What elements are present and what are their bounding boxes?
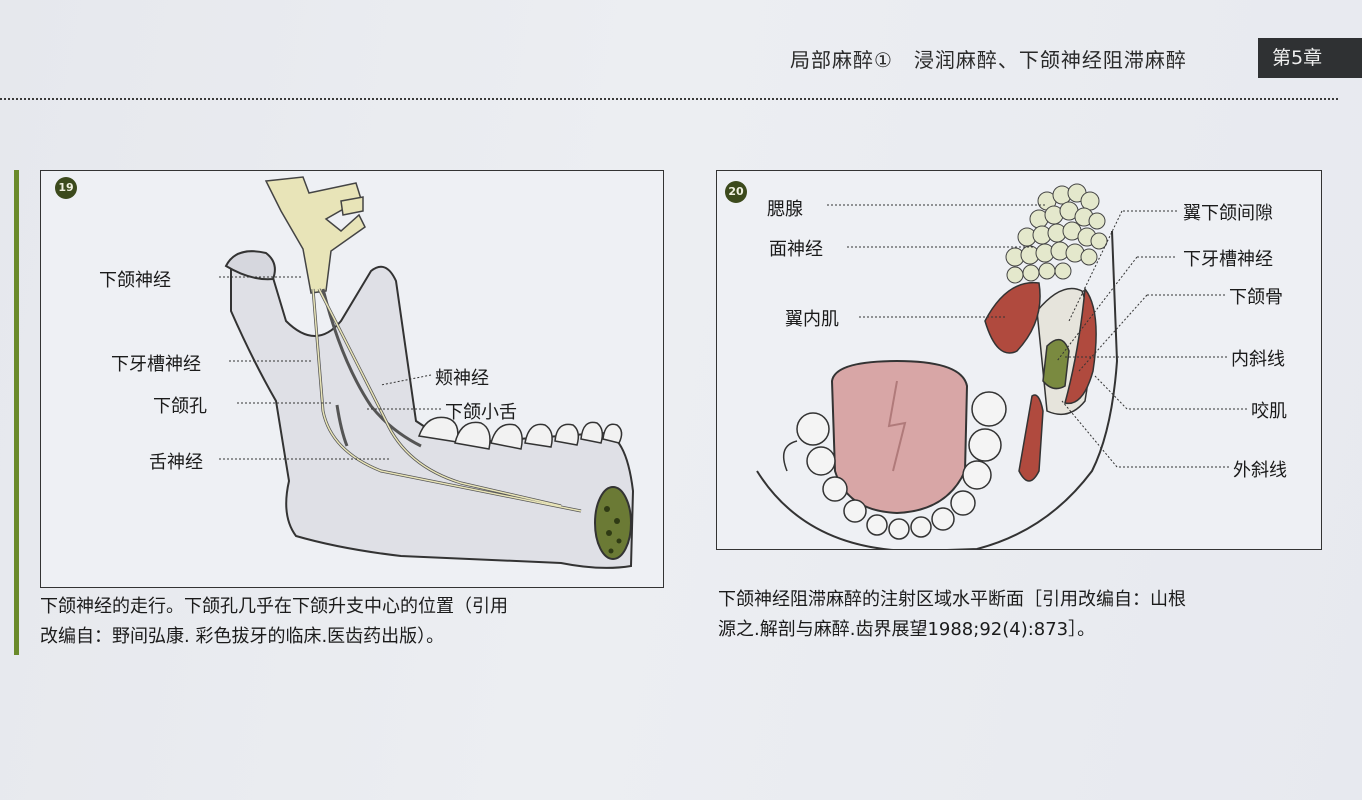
figure-20-cross-section: 20 [716,170,1322,550]
caption-line: 源之.解剖与麻醉.齿界展望1988;92(4):873］。 [718,619,1096,640]
figure-19-mandibular-nerve: 19 [40,170,664,588]
label-mandibular-foramen: 下颌孔 [153,396,207,417]
label-parotid: 腮腺 [767,199,803,220]
caption-line: 改编自：野间弘康. 彩色拔牙的临床.医齿药出版）。 [40,626,445,647]
figure-20-caption: 下颌神经阻滞麻醉的注射区域水平断面［引用改编自：山根 源之.解剖与麻醉.齿界展望… [718,585,1358,645]
label-lingual-nerve: 舌神经 [149,452,203,473]
label-internal-oblique-line: 内斜线 [1231,349,1285,370]
label-inferior-alveolar-nerve: 下牙槽神经 [1183,249,1273,270]
figure-19-caption: 下颌神经的走行。下颌孔几乎在下颌升支中心的位置（引用 改编自：野间弘康. 彩色拔… [40,592,680,652]
label-pterygomandibular-space: 翼下颌间隙 [1183,203,1273,224]
label-buccal-nerve: 颊神经 [435,368,489,389]
label-external-oblique-line: 外斜线 [1233,460,1287,481]
label-lingula: 下颌小舌 [445,402,517,423]
caption-line: 下颌神经阻滞麻醉的注射区域水平断面［引用改编自：山根 [718,589,1186,610]
label-facial-nerve: 面神经 [769,239,823,260]
label-inferior-alveolar-nerve: 下牙槽神经 [111,354,201,375]
label-mandible: 下颌骨 [1229,287,1283,308]
mandible-illustration [219,176,635,569]
label-masseter: 咬肌 [1251,401,1287,422]
header-divider [0,98,1338,100]
chapter-tab: 第5章 [1258,38,1362,78]
figure-number-badge: 20 [725,181,747,203]
accent-bar [14,170,19,655]
label-mandibular-nerve: 下颌神经 [99,270,171,291]
figure-number-badge: 19 [55,177,77,199]
cross-section-illustration [756,183,1247,549]
caption-line: 下颌神经的走行。下颌孔几乎在下颌升支中心的位置（引用 [40,596,508,617]
running-header: 局部麻醉① 浸润麻醉、下颌神经阻滞麻醉 [790,48,1187,72]
label-medial-pterygoid: 翼内肌 [785,309,839,330]
